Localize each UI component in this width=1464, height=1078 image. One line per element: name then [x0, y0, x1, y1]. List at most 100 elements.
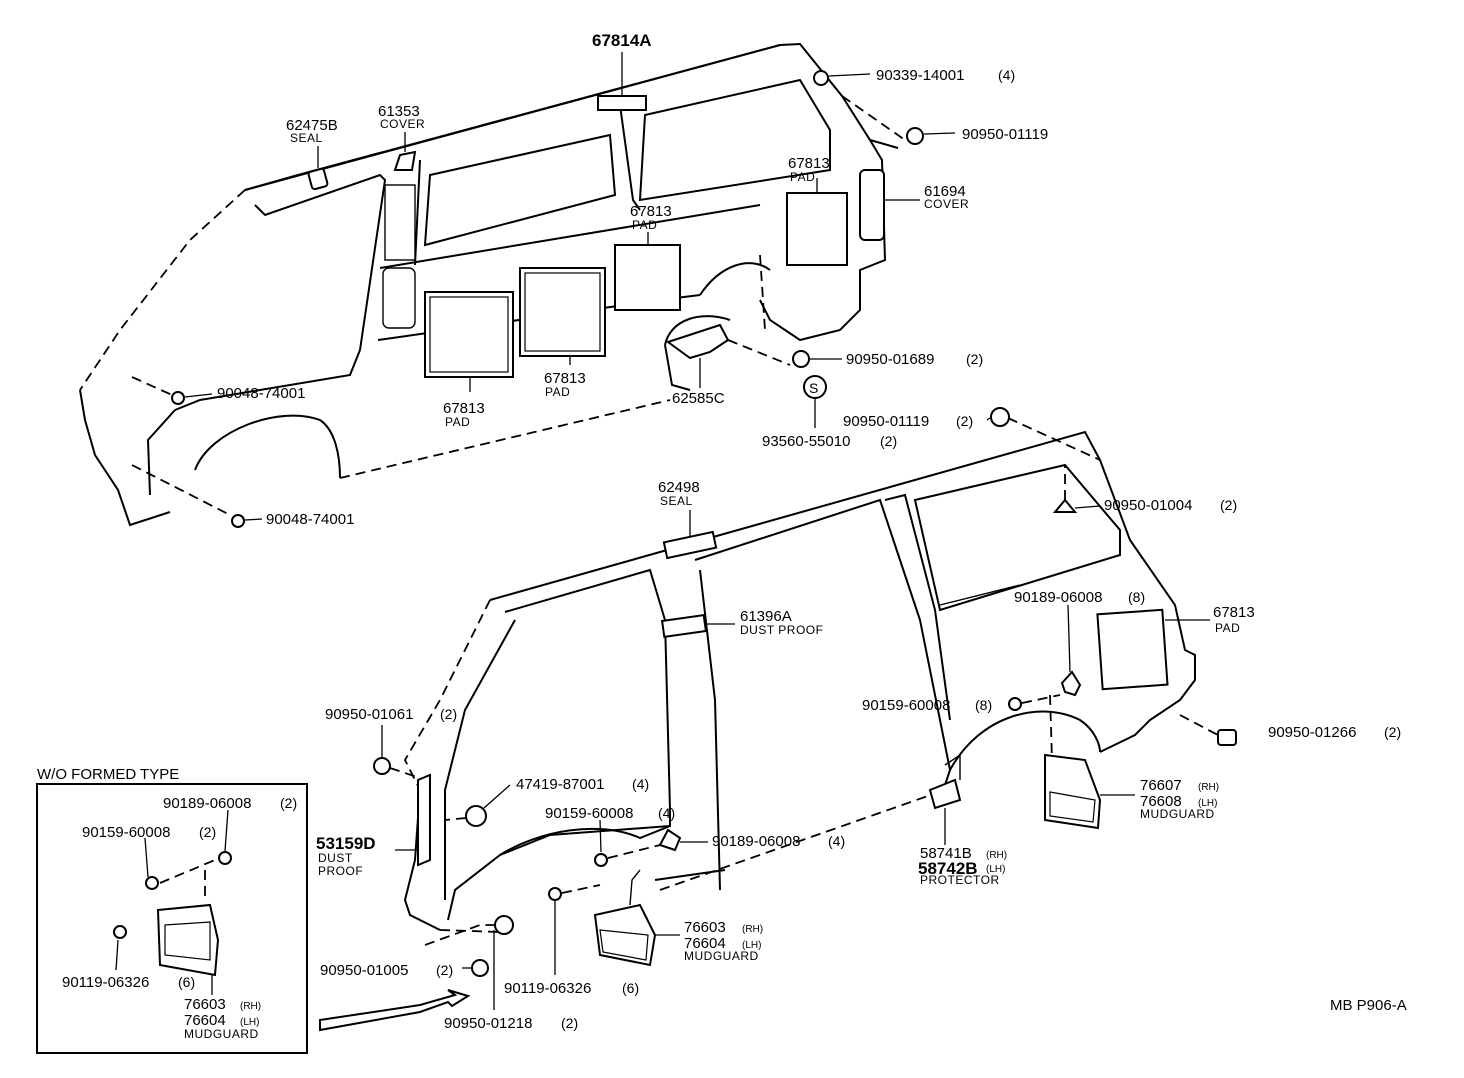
inset-dash-90159 — [159, 859, 216, 884]
inset-wo-formed-type — [36, 783, 308, 1054]
inset-label-90189: 90189-06008 — [163, 795, 251, 812]
part-76603-main-shape — [593, 903, 657, 967]
label-58741b-side: (RH) — [986, 850, 1007, 861]
upper-front-outer — [79, 389, 171, 527]
label-76608: 76608 — [1140, 793, 1182, 810]
inset-90189-shape — [218, 851, 232, 865]
part-90048-b-shape — [231, 514, 245, 528]
label-90950-01218: 90950-01218 — [444, 1015, 532, 1032]
lower-front-lower — [403, 789, 441, 931]
dash-90189-top — [1049, 694, 1053, 761]
part-67813-c-inner — [429, 296, 509, 373]
label-67813-e-sub: PAD — [1215, 621, 1240, 635]
label-76603-main-side: (RH) — [742, 924, 763, 935]
dash-90119-main — [561, 884, 601, 894]
diagram-id: MB P906-A — [1330, 997, 1407, 1014]
lower-front-bottom-dash2 — [424, 924, 500, 946]
inset-label-76603: 76603 — [184, 996, 226, 1013]
label-90950-01119-mid-qty: (2) — [956, 413, 973, 429]
leader-90048-b — [244, 518, 263, 521]
part-90950-01266-shape — [1217, 729, 1237, 746]
label-58742b: 58742B — [918, 859, 978, 878]
label-90339: 90339-14001 — [876, 67, 964, 84]
upper-rear-dash — [759, 254, 766, 331]
label-90119-main-qty: (6) — [622, 980, 639, 996]
upper-rear-arch — [699, 262, 771, 296]
inset-frame — [36, 783, 308, 1054]
lower-rear-wheel-arch — [949, 710, 1101, 771]
label-53159d-sub2: PROOF — [318, 864, 363, 878]
label-62585c: 62585C — [672, 390, 725, 407]
part-62585c-shape — [665, 323, 730, 360]
label-76603-main: 76603 — [684, 919, 726, 936]
inset-label-76603-sub: MUDGUARD — [184, 1027, 259, 1041]
label-67813-d-sub: PAD — [545, 385, 570, 399]
label-90159-top-qty: (8) — [975, 697, 992, 713]
part-58741b-shape — [928, 778, 962, 810]
label-90950-01689-qty: (2) — [966, 351, 983, 367]
label-93560: 93560-55010 — [762, 433, 850, 450]
label-53159d: 53159D — [316, 834, 376, 853]
part-90339-shape — [813, 70, 829, 86]
inset-title: W/O FORMED TYPE — [37, 766, 179, 783]
upper-window-rear — [638, 78, 831, 202]
label-76608-side: (LH) — [1198, 798, 1217, 809]
part-61396a-shape — [660, 614, 708, 638]
label-90189-top-qty: (8) — [1128, 589, 1145, 605]
inset-label-90159: 90159-60008 — [82, 824, 170, 841]
part-53159d-shape — [417, 773, 431, 867]
lower-rocker-dash — [659, 789, 946, 891]
label-90950-01061: 90950-01061 — [325, 706, 413, 723]
lower-roof-line — [489, 430, 1101, 601]
part-90950-01119-mid-shape — [990, 407, 1010, 427]
label-67813-a: 67813 — [788, 155, 830, 172]
upper-quarter-window-small — [384, 184, 416, 261]
inset-label-76604-side: (LH) — [240, 1017, 259, 1028]
label-61694: 61694 — [924, 183, 966, 200]
inset-leader-90119 — [115, 939, 119, 971]
part-58741b-upper — [944, 753, 961, 780]
label-47419-qty: (4) — [632, 776, 649, 792]
part-90189-top-shape — [1060, 670, 1082, 697]
part-76607-shape — [1044, 753, 1102, 830]
leader-90950-01004 — [1074, 505, 1101, 509]
part-67813-d-inner — [524, 272, 601, 352]
part-90159-mid-shape — [594, 853, 608, 867]
part-90950-01218-shape — [494, 915, 514, 935]
inset-leader-90159 — [144, 837, 149, 878]
label-53159d-sub1: DUST — [318, 851, 353, 865]
upper-rocker-dash — [339, 399, 671, 479]
label-90339-qty: (4) — [998, 67, 1015, 83]
inset-label-90159-qty: (2) — [199, 824, 216, 840]
label-58742b-side: (LH) — [986, 864, 1005, 875]
label-67813-d: 67813 — [544, 370, 586, 387]
label-90950-01218-qty: (2) — [561, 1015, 578, 1031]
lower-front-door-opening — [447, 568, 671, 921]
upper-pillar-b — [414, 159, 421, 266]
lower-front-dash — [403, 599, 491, 791]
upper-rear-inner-lower — [664, 344, 691, 391]
part-62475b-shape — [307, 167, 329, 191]
upper-roof-inner — [244, 44, 781, 191]
label-61396a: 61396A — [740, 608, 792, 625]
label-90159-mid: 90159-60008 — [545, 805, 633, 822]
label-62498-sub: SEAL — [660, 494, 693, 508]
part-90119-main-shape — [548, 887, 562, 901]
inset-arrow — [319, 989, 471, 1032]
part-67813-b-shape — [614, 244, 681, 311]
label-90950-01119-top: 90950-01119 — [962, 126, 1048, 143]
part-76603-main-upper — [629, 869, 641, 906]
part-62498-shape — [662, 530, 718, 560]
label-90950-01005: 90950-01005 — [320, 962, 408, 979]
part-47419-shape — [465, 805, 487, 827]
dash-90048-a — [131, 376, 173, 396]
dash-90159-top — [1021, 694, 1061, 704]
inset-label-90119: 90119-06326 — [62, 974, 149, 991]
label-67813-b-sub: PAD — [632, 218, 657, 232]
part-90950-01119-top-shape — [906, 127, 924, 145]
part-67813-a-shape — [786, 192, 848, 266]
dash-47419 — [444, 817, 467, 821]
label-90048-b: 90048-74001 — [266, 511, 354, 528]
dash-90159-mid — [607, 844, 661, 859]
leader-90950-01119-mid — [986, 417, 991, 421]
